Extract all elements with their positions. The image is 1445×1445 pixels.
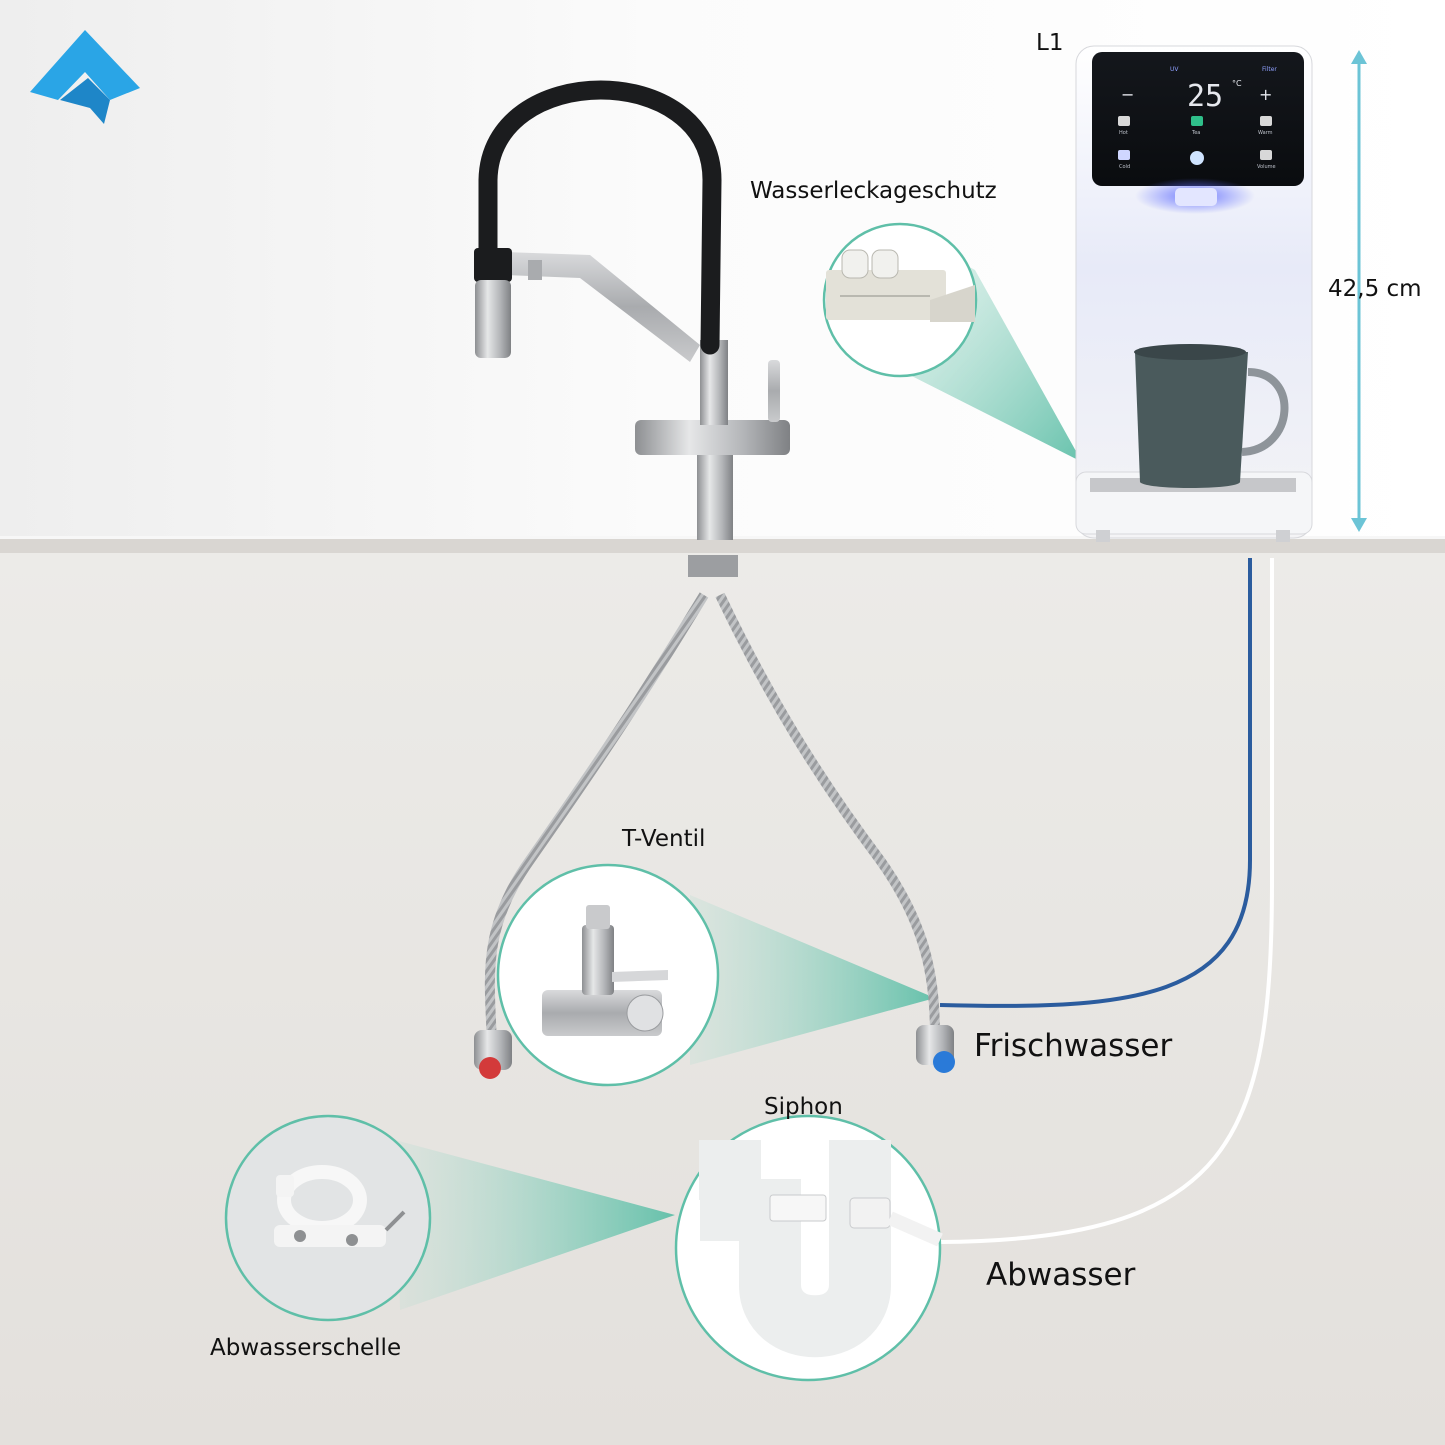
siphon-label: Siphon — [764, 1094, 843, 1120]
brand-logo-icon — [30, 30, 140, 124]
cup — [1134, 344, 1289, 488]
water-drop-icon[interactable] — [1190, 151, 1204, 165]
t-valve-label: T-Ventil — [622, 826, 706, 852]
plus-icon[interactable]: + — [1259, 85, 1272, 104]
tea-label: Tea — [1191, 130, 1200, 136]
cold-icon[interactable] — [1118, 150, 1130, 160]
cold-supply-hose — [715, 592, 940, 1041]
clamp-beam — [395, 1140, 675, 1310]
fresh-water-label: Frischwasser — [974, 1028, 1173, 1064]
hot-supply-hose — [484, 592, 709, 1046]
leak-protection-label: Wasserleckageschutz — [750, 178, 997, 204]
t-valve-beam — [690, 895, 935, 1065]
waste-clamp-circle — [224, 1114, 432, 1322]
warm-label: Warm — [1258, 130, 1273, 136]
waste-clamp-label: Abwasserschelle — [210, 1335, 402, 1361]
hot-angle-valve — [474, 1030, 512, 1079]
t-valve-circle — [496, 863, 720, 1087]
model-label: L1 — [1036, 30, 1064, 56]
cold-label: Cold — [1119, 164, 1130, 170]
display-unit: °C — [1232, 79, 1242, 88]
uv-indicator: UV — [1170, 66, 1179, 73]
display-temperature: 25 — [1187, 79, 1223, 114]
minus-icon[interactable]: − — [1121, 85, 1134, 104]
warm-icon[interactable] — [1260, 116, 1272, 126]
hot-label: Hot — [1119, 130, 1128, 136]
hot-icon[interactable] — [1118, 116, 1130, 126]
volume-icon[interactable] — [1260, 150, 1272, 160]
siphon-circle — [674, 1114, 943, 1382]
kitchen-faucet — [474, 80, 790, 577]
fresh-water-line — [939, 558, 1252, 1008]
height-label: 42,5 cm — [1328, 276, 1422, 302]
tea-icon[interactable] — [1191, 116, 1203, 126]
volume-label: Volume — [1257, 164, 1276, 170]
leak-protection-circle — [822, 222, 978, 378]
height-dimension-arrow — [1351, 50, 1367, 532]
waste-water-label: Abwasser — [986, 1257, 1136, 1293]
cold-angle-valve — [916, 1025, 955, 1073]
countertop-edge — [0, 536, 1445, 553]
waste-water-line — [939, 558, 1274, 1244]
filter-indicator: Filter — [1262, 66, 1277, 73]
